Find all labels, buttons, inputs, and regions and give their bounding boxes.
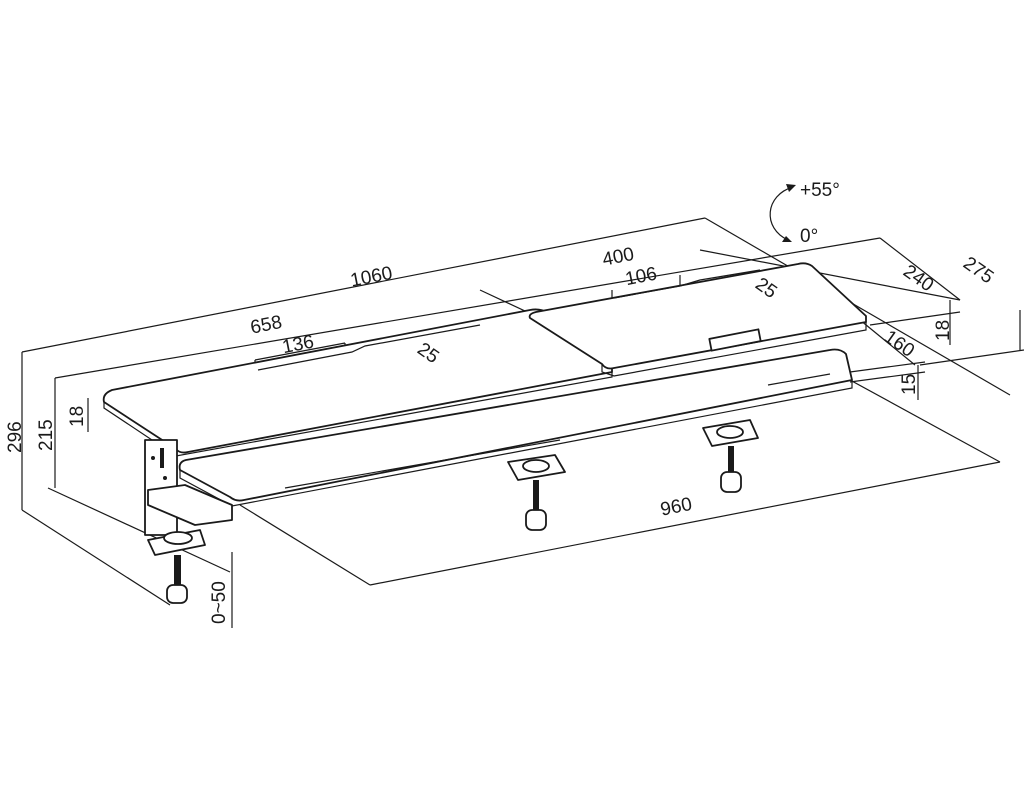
dim-960: 960 xyxy=(659,494,694,521)
rotation-max-label: +55° xyxy=(800,180,840,201)
right-clamp xyxy=(702,419,759,493)
dim-240: 240 xyxy=(899,261,937,296)
dim-296: 296 xyxy=(5,421,26,453)
dim-18-left: 18 xyxy=(67,406,88,427)
dim-15: 15 xyxy=(899,374,920,395)
dim-1060: 1060 xyxy=(349,263,395,292)
dim-160: 160 xyxy=(880,326,918,361)
left-clamp xyxy=(144,439,233,604)
dim-18-right: 18 xyxy=(933,320,954,341)
dim-658: 658 xyxy=(249,312,284,339)
dim-275: 275 xyxy=(959,253,997,288)
rotation-min-label: 0° xyxy=(800,226,818,247)
middle-clamp xyxy=(507,454,566,531)
rotation-arrow-icon xyxy=(769,184,796,242)
dim-400: 400 xyxy=(601,244,636,271)
dim-106: 106 xyxy=(624,264,659,291)
dim-215: 215 xyxy=(36,419,57,451)
right-top-board xyxy=(528,262,867,377)
dim-clamp-range: 0~50 xyxy=(209,581,230,624)
